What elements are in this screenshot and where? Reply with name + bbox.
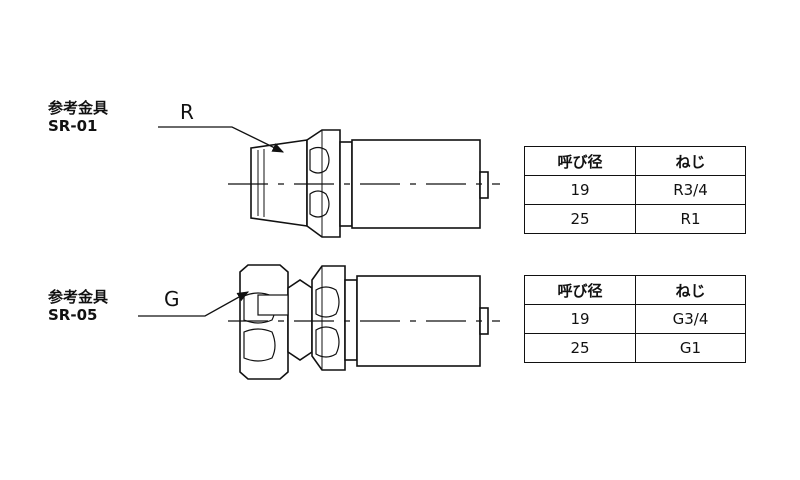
ref-title-2: 参考金具 — [48, 288, 109, 306]
cell-thread: R3/4 — [635, 175, 746, 205]
table-row: 25 G1 — [524, 333, 746, 363]
thread-table-1: 呼び径 ねじ 19 R3/4 25 R1 — [524, 146, 746, 234]
table-header-row: 呼び径 ねじ — [524, 275, 746, 305]
header-nominal-size: 呼び径 — [524, 146, 636, 176]
thread-table-2: 呼び径 ねじ 19 G3/4 25 G1 — [524, 275, 746, 363]
cell-thread: R1 — [635, 204, 746, 234]
thread-letter-1: R — [180, 100, 194, 124]
header-thread: ねじ — [635, 275, 746, 305]
cell-thread: G1 — [635, 333, 746, 363]
header-nominal-size: 呼び径 — [524, 275, 636, 305]
cell-size: 19 — [524, 304, 636, 334]
cell-thread: G3/4 — [635, 304, 746, 334]
thread-letter-2: G — [164, 287, 180, 311]
ref-title-1: 参考金具 — [48, 99, 109, 117]
cell-size: 19 — [524, 175, 636, 205]
table-row: 19 R3/4 — [524, 175, 746, 205]
ref-code-1: SR-01 — [48, 117, 98, 135]
ref-label-1: 参考金具 SR-01 — [48, 99, 108, 135]
cell-size: 25 — [524, 333, 636, 363]
ref-code-2: SR-05 — [48, 306, 98, 324]
ref-label-2: 参考金具 SR-05 — [48, 288, 108, 324]
fitting-sr01-drawing — [158, 126, 500, 238]
header-thread: ねじ — [635, 146, 746, 176]
table-row: 25 R1 — [524, 204, 746, 234]
table-row: 19 G3/4 — [524, 304, 746, 334]
table-header-row: 呼び径 ねじ — [524, 146, 746, 176]
fitting-sr05-drawing — [138, 264, 500, 380]
cell-size: 25 — [524, 204, 636, 234]
